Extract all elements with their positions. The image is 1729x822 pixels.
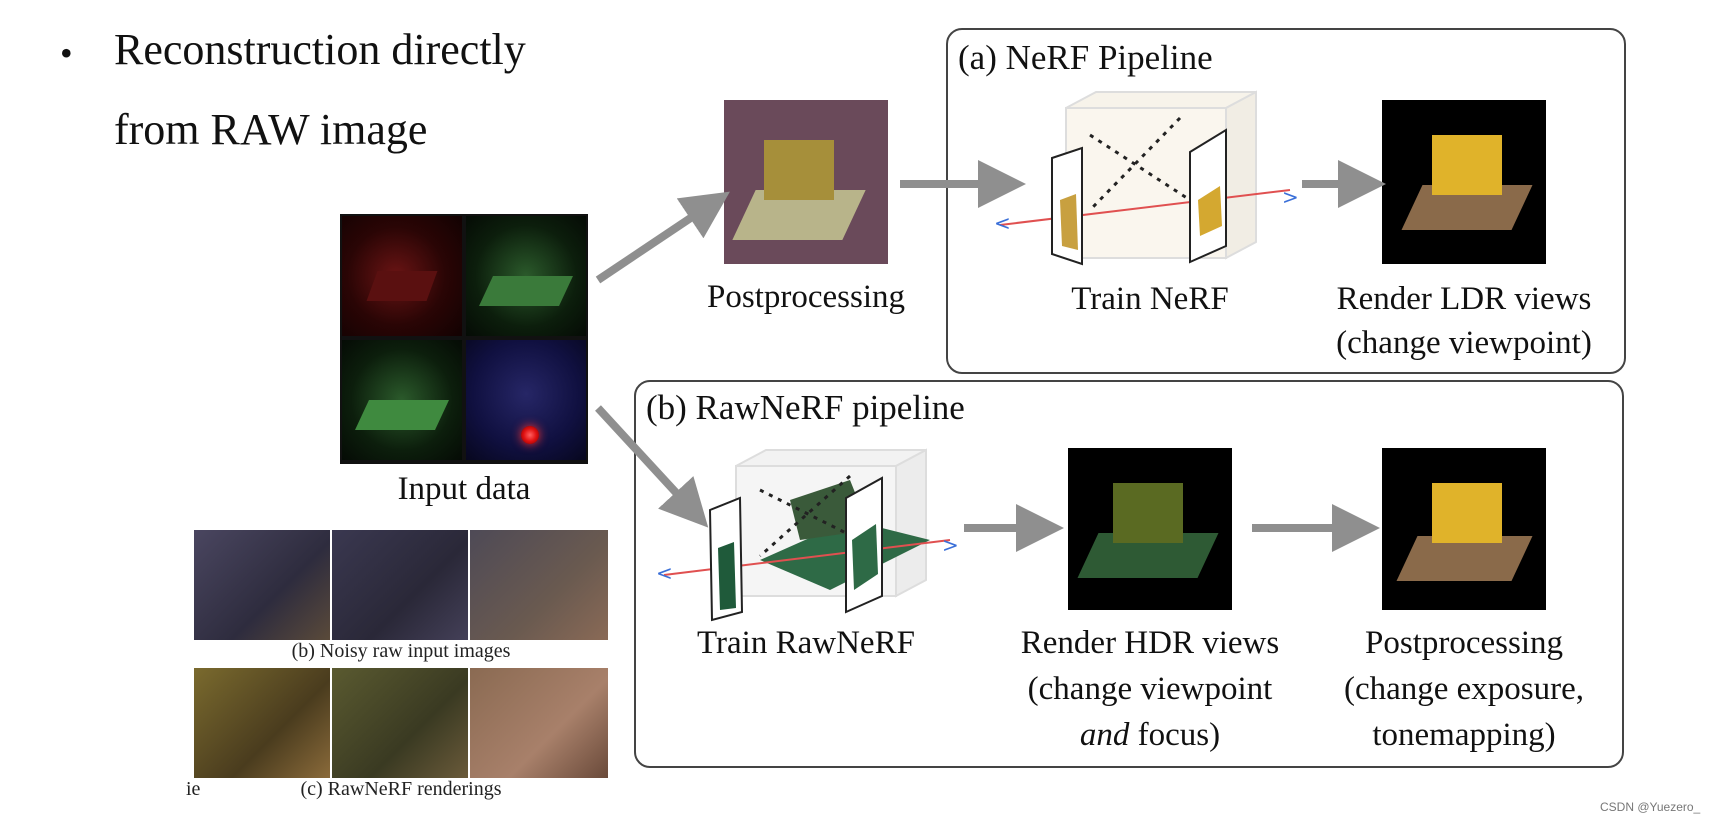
bullet-symbol: • [60, 33, 73, 73]
noisy-inputs-caption: (b) Noisy raw input images [291, 640, 511, 662]
watermark: CSDN @Yuezero_ [1600, 800, 1701, 814]
noise-highlight [521, 426, 539, 444]
arrow-input-to-train-rawnerf [595, 405, 709, 528]
nerf-volume-illustration: < > [994, 90, 1299, 266]
rawnerf-renderings-strip [194, 668, 608, 778]
render-ldr-line-2: (change viewpoint) [1336, 325, 1592, 361]
rawnerf-pipeline-title: (b) RawNeRF pipeline [646, 388, 965, 427]
input-data-label: Input data [397, 471, 531, 507]
train-nerf-label: Train NeRF [1071, 281, 1229, 317]
ldr-render-image [1382, 100, 1546, 264]
arrow-input-to-postprocessing [595, 191, 730, 284]
svg-text:>: > [942, 533, 959, 557]
postprocessing-line-3: tonemapping) [1372, 717, 1556, 753]
svg-text:<: < [656, 561, 673, 585]
postprocessed-image [724, 100, 888, 264]
postprocessed-final-image [1382, 448, 1546, 610]
cropped-caption-fragment: ie [186, 778, 201, 800]
render-hdr-line-2: (change viewpoint [1027, 671, 1273, 707]
postprocessing-top-label: Postprocessing [707, 279, 905, 315]
render-hdr-line-3-rest: focus) [1129, 717, 1221, 753]
rawnerf-volume-illustration: < > [656, 448, 959, 622]
bullet-line-2: from RAW image [114, 105, 428, 154]
noisy-inputs-strip [194, 530, 608, 640]
postprocessing-line-1: Postprocessing [1365, 625, 1563, 661]
input-green-channel-1 [466, 216, 586, 336]
render-hdr-line-3: and focus) [990, 712, 1310, 758]
bullet-line-1: Reconstruction directly [114, 25, 526, 74]
svg-text:<: < [994, 211, 1011, 235]
hdr-render-image [1068, 448, 1232, 610]
render-hdr-emphasis: and [1079, 717, 1130, 753]
render-hdr-line-1: Render HDR views [1020, 625, 1280, 661]
svg-text:>: > [1282, 185, 1299, 209]
train-rawnerf-label: Train RawNeRF [697, 625, 915, 661]
input-blue-channel [466, 340, 586, 460]
input-data-grid [340, 214, 588, 464]
input-green-channel-2 [342, 340, 462, 460]
render-ldr-line-1: Render LDR views [1336, 281, 1592, 317]
input-red-channel [342, 216, 462, 336]
rawnerf-renderings-caption: (c) RawNeRF renderings [300, 778, 502, 800]
postprocessing-line-2: (change exposure, [1343, 671, 1585, 707]
nerf-pipeline-title: (a) NeRF Pipeline [958, 38, 1213, 77]
